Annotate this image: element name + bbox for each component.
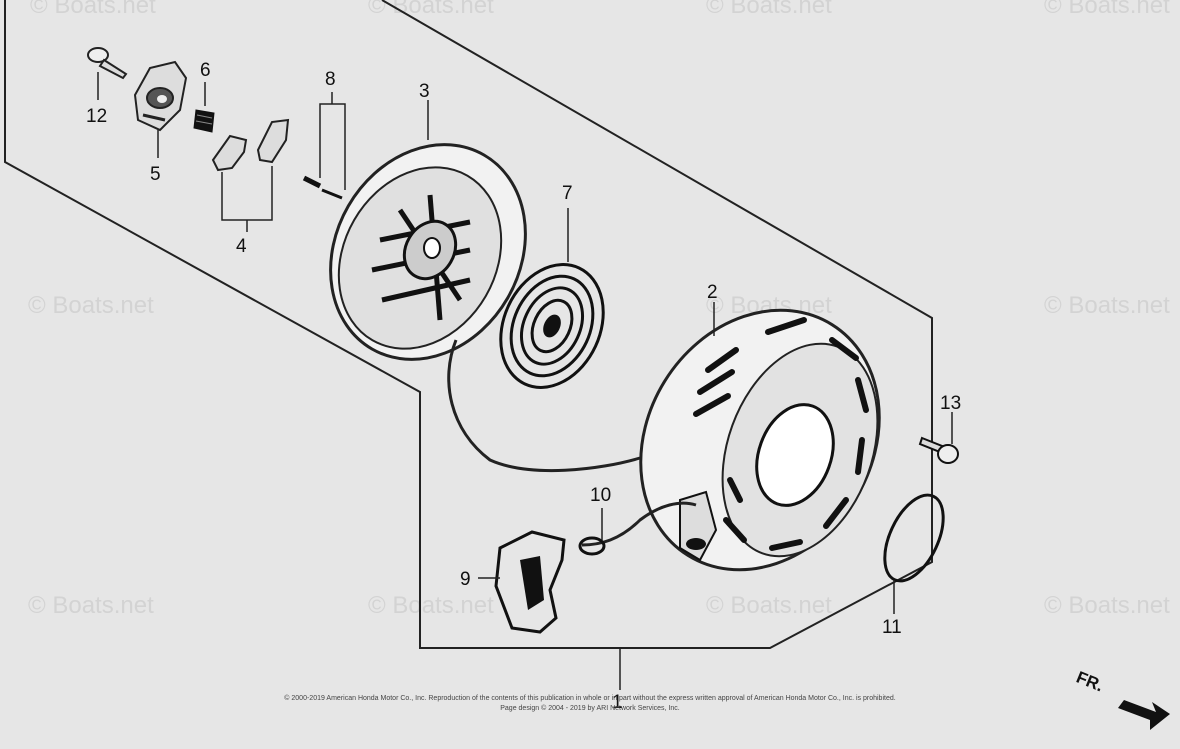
part-8-screws bbox=[302, 92, 346, 200]
part-13-bolt bbox=[918, 412, 959, 464]
callout-5: 5 bbox=[150, 164, 161, 185]
callout-4: 4 bbox=[236, 236, 247, 257]
assembly-outline bbox=[4, 0, 933, 649]
watermark: © Boats.net bbox=[368, 0, 494, 19]
callout-10: 10 bbox=[590, 485, 611, 506]
watermark: © Boats.net bbox=[1044, 0, 1170, 19]
watermark: © Boats.net bbox=[1044, 592, 1170, 619]
callout-2: 2 bbox=[707, 282, 718, 303]
watermark: © Boats.net bbox=[706, 592, 832, 619]
watermark: © Boats.net bbox=[28, 592, 154, 619]
copyright-footer: © 2000-2019 American Honda Motor Co., In… bbox=[0, 694, 1180, 714]
watermark: © Boats.net bbox=[1044, 292, 1170, 319]
part-12-pin bbox=[87, 47, 128, 100]
part-3-reel bbox=[329, 100, 527, 361]
part-4-ratchets bbox=[211, 118, 290, 232]
part-6-spring bbox=[193, 82, 215, 133]
part-9-starter-grip bbox=[478, 530, 566, 634]
part-11-seal-ring bbox=[883, 493, 945, 614]
callout-3: 3 bbox=[419, 81, 430, 102]
watermark: © Boats.net bbox=[706, 0, 832, 19]
callout-6: 6 bbox=[200, 60, 211, 81]
callout-12: 12 bbox=[86, 106, 107, 127]
watermark: © Boats.net bbox=[30, 0, 156, 19]
starter-rope bbox=[447, 339, 697, 547]
callout-13: 13 bbox=[940, 393, 961, 414]
front-direction-arrow bbox=[1118, 700, 1170, 730]
part-10-rope bbox=[578, 508, 606, 556]
callout-9: 9 bbox=[460, 569, 471, 590]
callout-8: 8 bbox=[325, 69, 336, 90]
watermark: © Boats.net bbox=[368, 592, 494, 619]
part-2-starter-case bbox=[639, 302, 881, 572]
watermark: © Boats.net bbox=[28, 292, 154, 319]
page-design-line: Page design © 2004 - 2019 by ARI Network… bbox=[500, 705, 680, 712]
callout-11: 11 bbox=[882, 617, 902, 638]
part-5-cam bbox=[133, 60, 188, 158]
callout-1: 1 bbox=[612, 692, 623, 713]
copyright-line: © 2000-2019 American Honda Motor Co., In… bbox=[284, 695, 896, 702]
part-7-return-spring bbox=[499, 208, 605, 389]
callout-7: 7 bbox=[562, 183, 573, 204]
